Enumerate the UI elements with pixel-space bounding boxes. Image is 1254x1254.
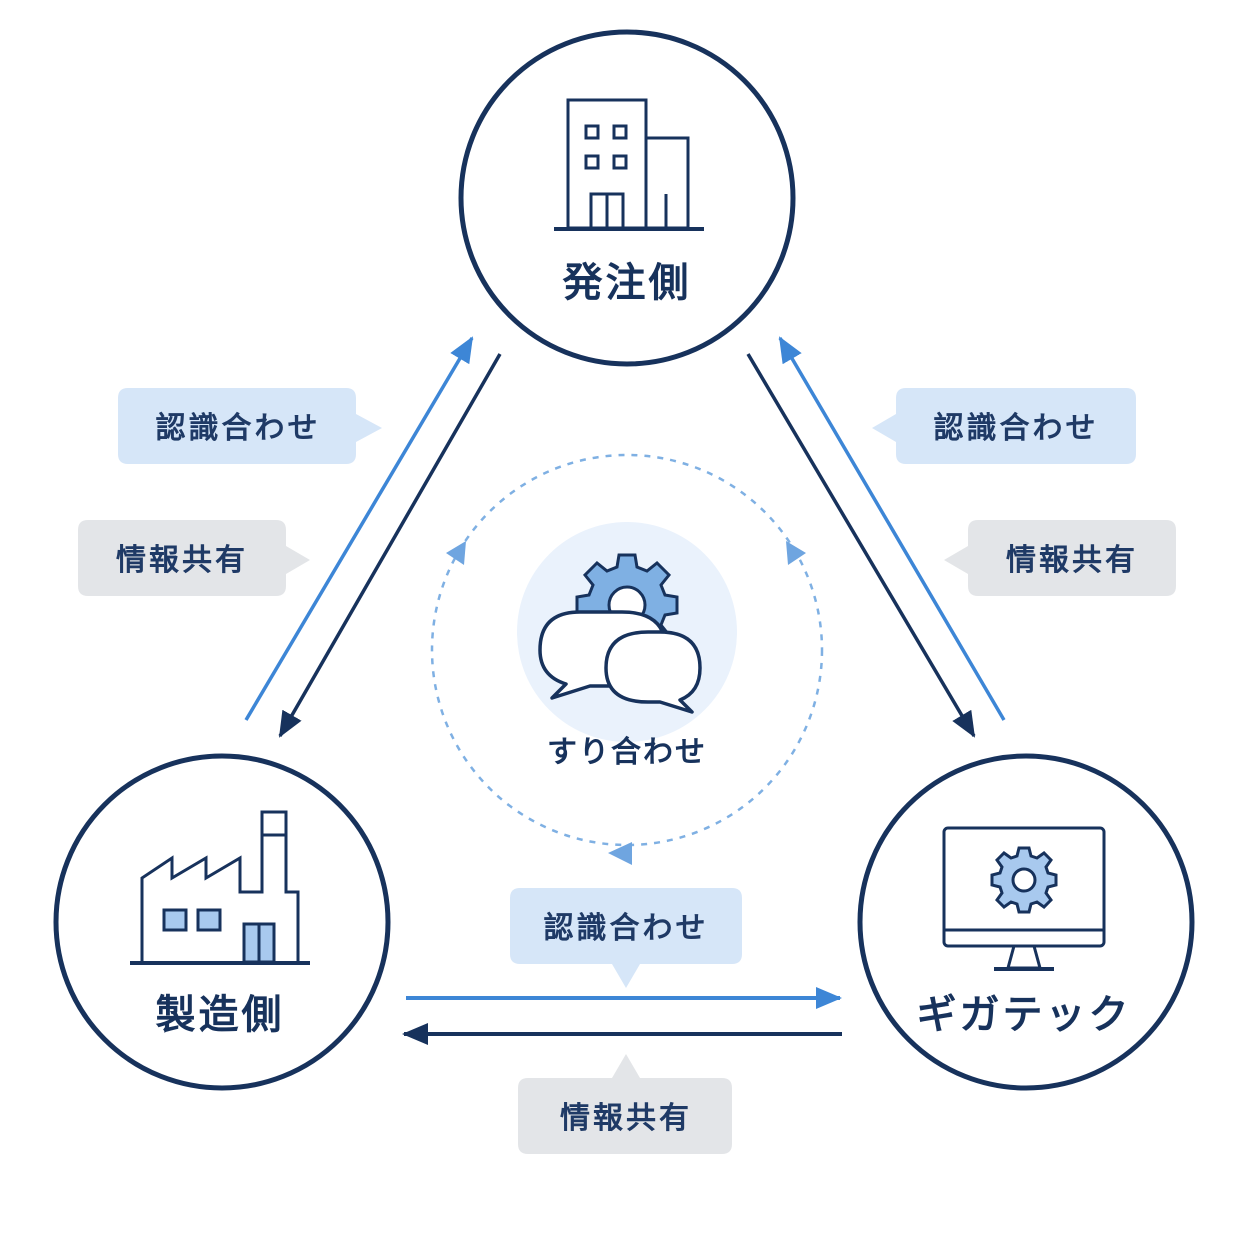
node-manufacturer: 製造側 xyxy=(53,753,391,1091)
tag-left-info-text: 情報共有 xyxy=(116,543,248,578)
tag-right-alignment-text: 認識合わせ xyxy=(934,411,1099,446)
tag-left-alignment: 認識合わせ xyxy=(118,388,382,464)
cycle-arrow-right xyxy=(786,541,806,565)
tag-bottom-info: 情報共有 xyxy=(518,1054,732,1154)
cycle-arrow-left xyxy=(446,541,466,565)
node-manufacturer-label: 製造側 xyxy=(156,992,285,1038)
tag-left-alignment-text: 認識合わせ xyxy=(156,411,321,446)
arrow-manufacturer-to-orderer xyxy=(244,336,474,721)
gear-chat-bubbles-icon xyxy=(517,522,737,742)
tag-right-info: 情報共有 xyxy=(944,520,1176,596)
arrow-orderer-to-gigatech xyxy=(746,353,976,738)
center-label: すり合わせ xyxy=(547,735,707,770)
node-orderer-label: 発注側 xyxy=(563,260,692,306)
tag-bottom-alignment-text: 認識合わせ xyxy=(544,911,709,946)
arrow-gigatech-to-orderer xyxy=(778,336,1006,721)
node-orderer: 発注側 xyxy=(458,29,796,367)
tag-bottom-alignment: 認識合わせ xyxy=(510,888,742,988)
tag-right-info-text: 情報共有 xyxy=(1006,543,1138,578)
office-building-icon xyxy=(554,98,704,231)
tag-bottom-info-text: 情報共有 xyxy=(560,1101,692,1136)
arrow-orderer-to-manufacturer xyxy=(278,353,502,738)
cycle-arrow-bottom xyxy=(608,842,632,865)
center-cycle-ring xyxy=(430,453,824,847)
node-gigatech: ギガテック xyxy=(857,753,1195,1091)
tag-right-alignment: 認識合わせ xyxy=(872,388,1136,464)
monitor-gear-icon xyxy=(942,826,1106,971)
factory-icon xyxy=(130,810,310,965)
tag-left-info: 情報共有 xyxy=(78,520,310,596)
node-gigatech-label: ギガテック xyxy=(917,992,1132,1038)
